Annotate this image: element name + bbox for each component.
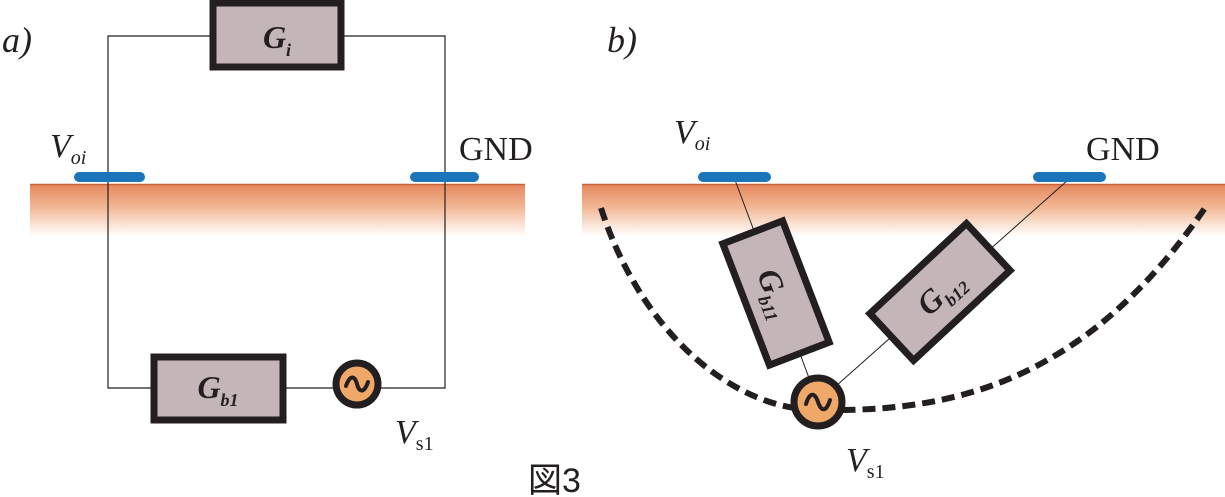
voi-a-sub: oi [71,147,87,169]
panel-a: a) Gi Gb1 [2,0,533,455]
ac-source-b [790,374,846,430]
gi-sub: i [286,40,291,60]
sine-wave-icon [804,392,832,412]
vs1-b-sub: s1 [867,461,885,483]
panel-b: b) Gb11 Gb12 [582,20,1225,483]
svg-text:Gb1: Gb1 [197,369,238,410]
svg-text:Vs1: Vs1 [846,442,885,483]
soil-layer-b [582,184,1225,236]
vs1-a-sub: s1 [416,433,434,455]
voi-b-sub: oi [695,133,711,155]
gnd-label-b: GND [1086,131,1160,168]
soil-layer-a [30,184,525,236]
gi-main: G [263,19,286,55]
svg-text:Voi: Voi [50,128,86,169]
gb1-sub: b1 [221,390,239,410]
resistor-gb11: Gb11 [718,216,834,370]
resistor-gb1: Gb1 [150,353,287,424]
gb1-main: G [197,369,220,405]
panel-a-label: a) [2,20,32,60]
svg-text:Voi: Voi [674,114,710,155]
figure-caption: 図3 [528,462,581,497]
resistor-gb12: Gb12 [864,218,1016,366]
resistor-gi: Gi [209,0,345,71]
svg-text:Gi: Gi [263,19,291,60]
circuit-wires-a [107,35,446,389]
panel-b-label: b) [607,20,637,60]
svg-text:Vs1: Vs1 [395,414,434,455]
gnd-label-a: GND [459,131,533,168]
sine-wave-icon [344,375,370,393]
ac-source-a [332,359,382,409]
